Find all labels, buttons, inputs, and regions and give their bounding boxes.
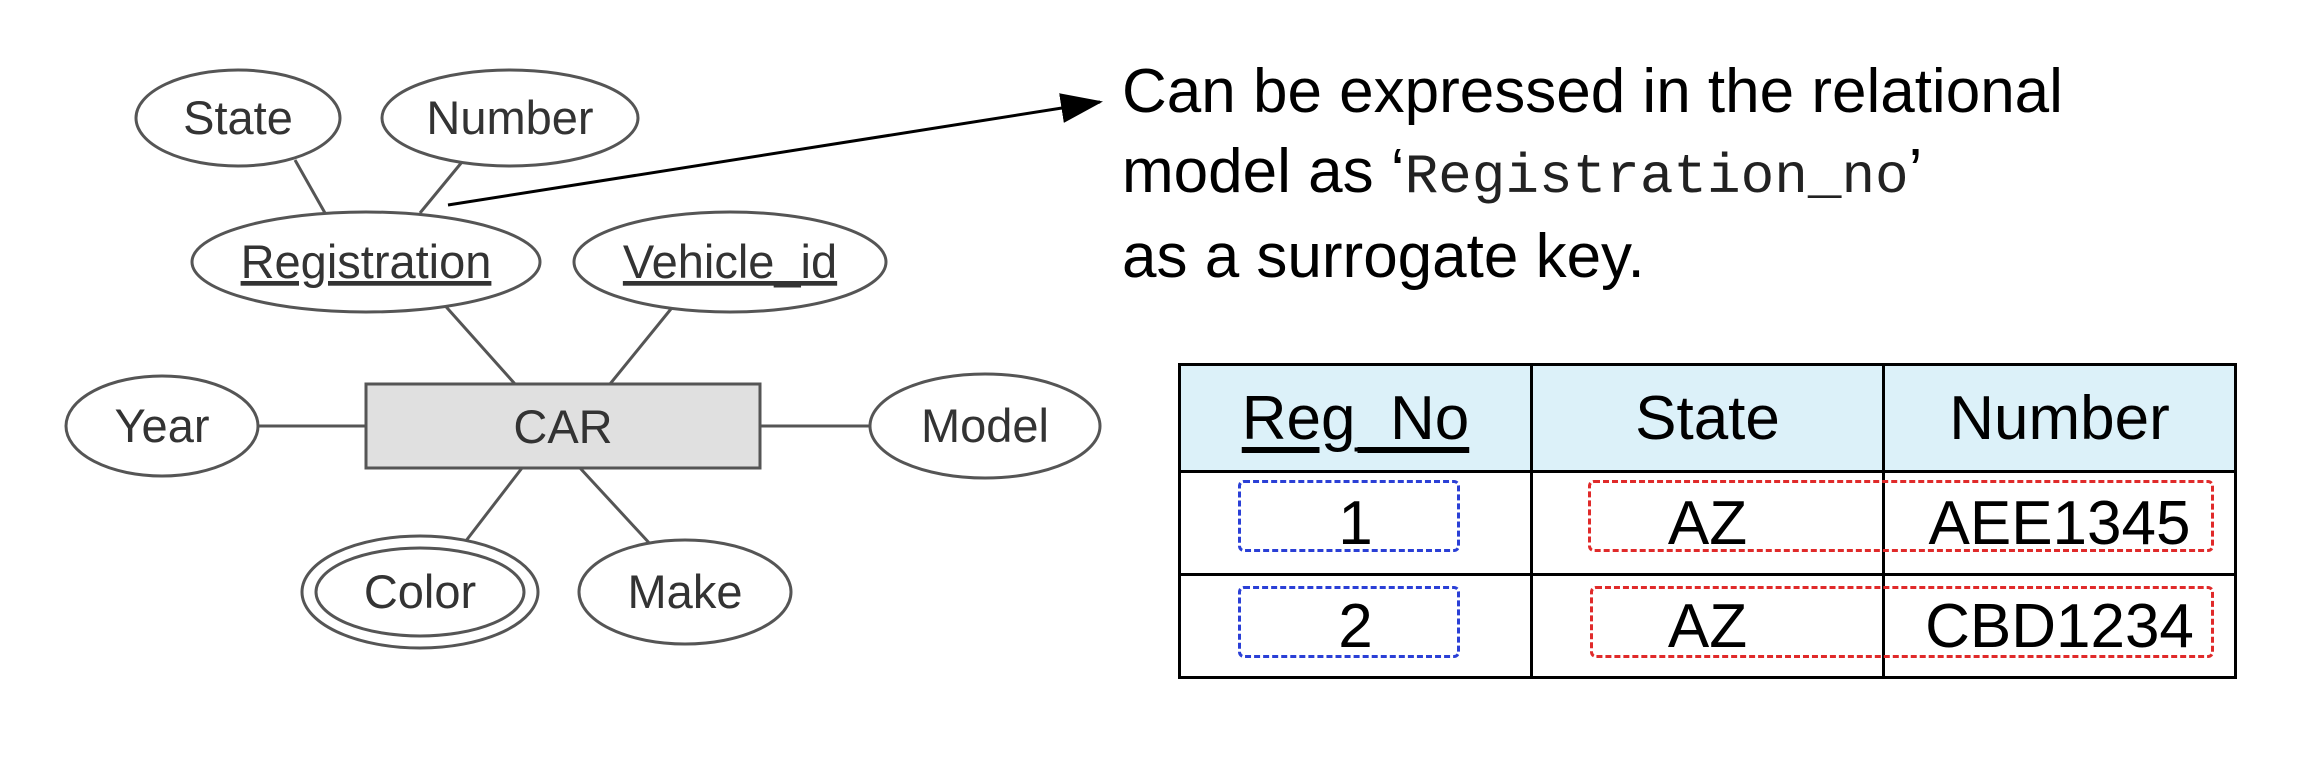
annotation-line-2-prefix: model as ‘	[1122, 137, 1405, 206]
table-header-row: Reg_No State Number	[1178, 363, 2237, 473]
attr-number-label: Number	[426, 91, 593, 144]
attr-make: Make	[577, 538, 793, 646]
attr-year: Year	[64, 374, 260, 478]
connector-color-car	[460, 467, 524, 547]
cell-state: AZ	[1530, 573, 1885, 679]
annotation-line-2: model as ‘Registration_no’	[1122, 132, 2222, 217]
car-entity-label: CAR	[513, 400, 612, 453]
attr-state-label: State	[183, 91, 293, 144]
registration-table: Reg_No State Number 1 AZ AEE1345 2 AZ CB…	[1178, 363, 2237, 679]
cell-number: CBD1234	[1882, 573, 2237, 679]
connector-vehicleid-car	[608, 303, 677, 385]
annotation-line-3: as a surrogate key.	[1122, 222, 1645, 291]
connector-registration-car	[438, 299, 517, 385]
attr-model-label: Model	[921, 399, 1049, 452]
connector-number-registration	[418, 161, 464, 214]
connector-state-registration	[293, 159, 327, 214]
attr-make-label: Make	[628, 565, 743, 618]
header-state: State	[1530, 363, 1885, 473]
attr-vehicle-id-label: Vehicle_id	[623, 235, 837, 288]
attr-number: Number	[380, 68, 640, 168]
attr-color-multivalued: Color	[300, 534, 540, 650]
annotation-line-1: Can be expressed in the relational	[1122, 57, 2063, 126]
annotation-text: Can be expressed in the relational model…	[1122, 52, 2222, 297]
car-entity: CAR	[364, 382, 762, 470]
attr-registration: Registration	[190, 210, 542, 314]
table-row: 1 AZ AEE1345	[1178, 470, 2237, 576]
cell-number: AEE1345	[1882, 470, 2237, 576]
attr-year-label: Year	[115, 399, 210, 452]
annotation-arrow	[447, 93, 1103, 207]
attr-color-label: Color	[364, 565, 476, 618]
table-row: 2 AZ CBD1234	[1178, 573, 2237, 679]
annotation-code: Registration_no	[1404, 145, 1909, 209]
attr-state: State	[134, 68, 342, 168]
attr-registration-label: Registration	[241, 235, 492, 288]
connector-make-car	[578, 466, 654, 548]
er-connectors	[258, 159, 870, 548]
attr-model: Model	[868, 372, 1102, 480]
header-reg-no: Reg_No	[1178, 363, 1533, 473]
cell-state: AZ	[1530, 470, 1885, 576]
attr-vehicle-id: Vehicle_id	[572, 210, 888, 314]
header-number: Number	[1882, 363, 2237, 473]
cell-reg-no: 1	[1178, 470, 1533, 576]
cell-reg-no: 2	[1178, 573, 1533, 679]
annotation-line-2-suffix: ’	[1908, 137, 1923, 206]
